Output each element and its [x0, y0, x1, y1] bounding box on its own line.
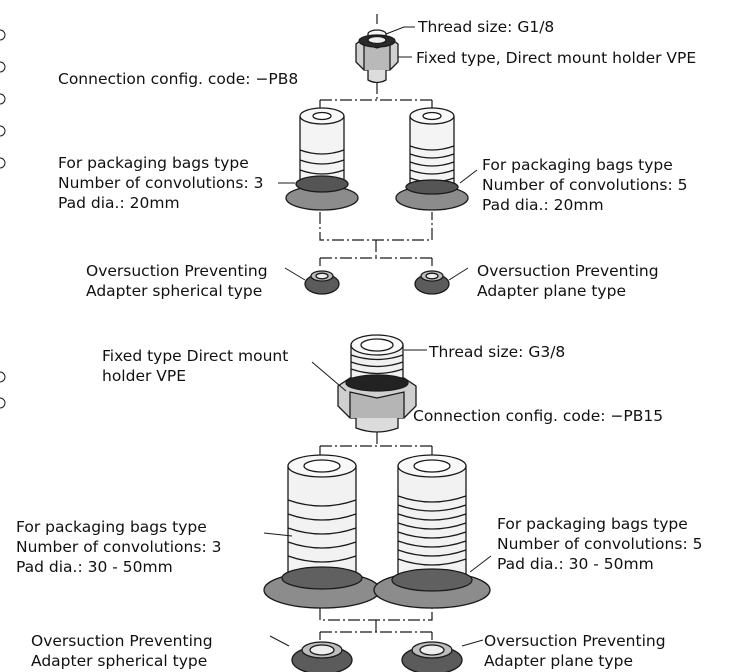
adapter-type-text: Adapter spherical type	[86, 282, 263, 300]
connection-code-label-pb15: Connection config. code: −PB15	[413, 407, 664, 425]
adapter-small-spherical	[304, 270, 340, 295]
thread-size-label-g18: Thread size: G1/8	[418, 18, 555, 36]
pad-dia-text: Pad dia.: 30 - 50mm	[497, 555, 654, 573]
holder-line-2: holder VPE	[102, 367, 187, 385]
holder-label-fixed-type-large: Fixed type Direct mount holder VPE	[102, 346, 288, 386]
pad-type-text: For packaging bags type	[482, 156, 673, 174]
adapter-type-text: Adapter plane type	[484, 652, 633, 670]
holder-vpe-small	[355, 14, 399, 100]
convolutions-text: Number of convolutions: 5	[497, 535, 703, 553]
pad-dia-text: Pad dia.: 20mm	[482, 196, 604, 214]
adapter-large-spherical	[291, 641, 353, 672]
adapter-label-large-plane: Oversuction Preventing Adapter plane typ…	[484, 631, 666, 671]
adapter-large-plane	[401, 641, 463, 672]
holder-vpe-large	[337, 334, 417, 446]
pad-dia-text: Pad dia.: 20mm	[58, 194, 180, 212]
adapter-title-text: Oversuction Preventing	[31, 632, 213, 650]
pad-label-large-3: For packaging bags type Number of convol…	[16, 517, 221, 577]
binding-marks-bottom	[0, 371, 6, 409]
branch-line-set2-top	[319, 445, 433, 456]
adapter-label-small-plane: Oversuction Preventing Adapter plane typ…	[477, 261, 659, 301]
branch-line-set1-bottom	[319, 212, 433, 266]
binding-marks-top	[0, 29, 6, 169]
leader-lines-set2	[263, 349, 492, 647]
adapter-type-text: Adapter plane type	[477, 282, 626, 300]
adapter-label-large-spherical: Oversuction Preventing Adapter spherical…	[31, 631, 213, 671]
pad-large-5-convolutions	[373, 454, 491, 609]
branch-line-set2-bottom	[319, 608, 433, 640]
leader-lines-set1	[278, 26, 478, 281]
pad-label-small-3: For packaging bags type Number of convol…	[58, 153, 263, 213]
convolutions-text: Number of convolutions: 5	[482, 176, 688, 194]
pad-large-3-convolutions	[263, 454, 381, 609]
thread-size-label-g38: Thread size: G3/8	[429, 343, 566, 361]
pad-dia-text: Pad dia.: 30 - 50mm	[16, 558, 173, 576]
convolutions-text: Number of convolutions: 3	[58, 174, 264, 192]
adapter-small-plane	[414, 270, 450, 295]
pad-type-text: For packaging bags type	[58, 154, 249, 172]
holder-line-1: Fixed type Direct mount	[102, 347, 289, 365]
pad-type-text: For packaging bags type	[16, 518, 207, 536]
adapter-label-small-spherical: Oversuction Preventing Adapter spherical…	[86, 261, 268, 301]
pad-label-small-5: For packaging bags type Number of convol…	[482, 155, 687, 215]
pad-small-3-convolutions	[285, 107, 359, 211]
holder-label-fixed-type: Fixed type, Direct mount holder VPE	[416, 49, 697, 67]
connection-code-label-pb8: Connection config. code: −PB8	[58, 70, 299, 88]
adapter-title-text: Oversuction Preventing	[484, 632, 666, 650]
adapter-type-text: Adapter spherical type	[31, 652, 208, 670]
pad-label-large-5: For packaging bags type Number of convol…	[497, 514, 702, 574]
adapter-title-text: Oversuction Preventing	[86, 262, 268, 280]
convolutions-text: Number of convolutions: 3	[16, 538, 222, 556]
pad-type-text: For packaging bags type	[497, 515, 688, 533]
adapter-title-text: Oversuction Preventing	[477, 262, 659, 280]
pad-small-5-convolutions	[395, 107, 469, 211]
